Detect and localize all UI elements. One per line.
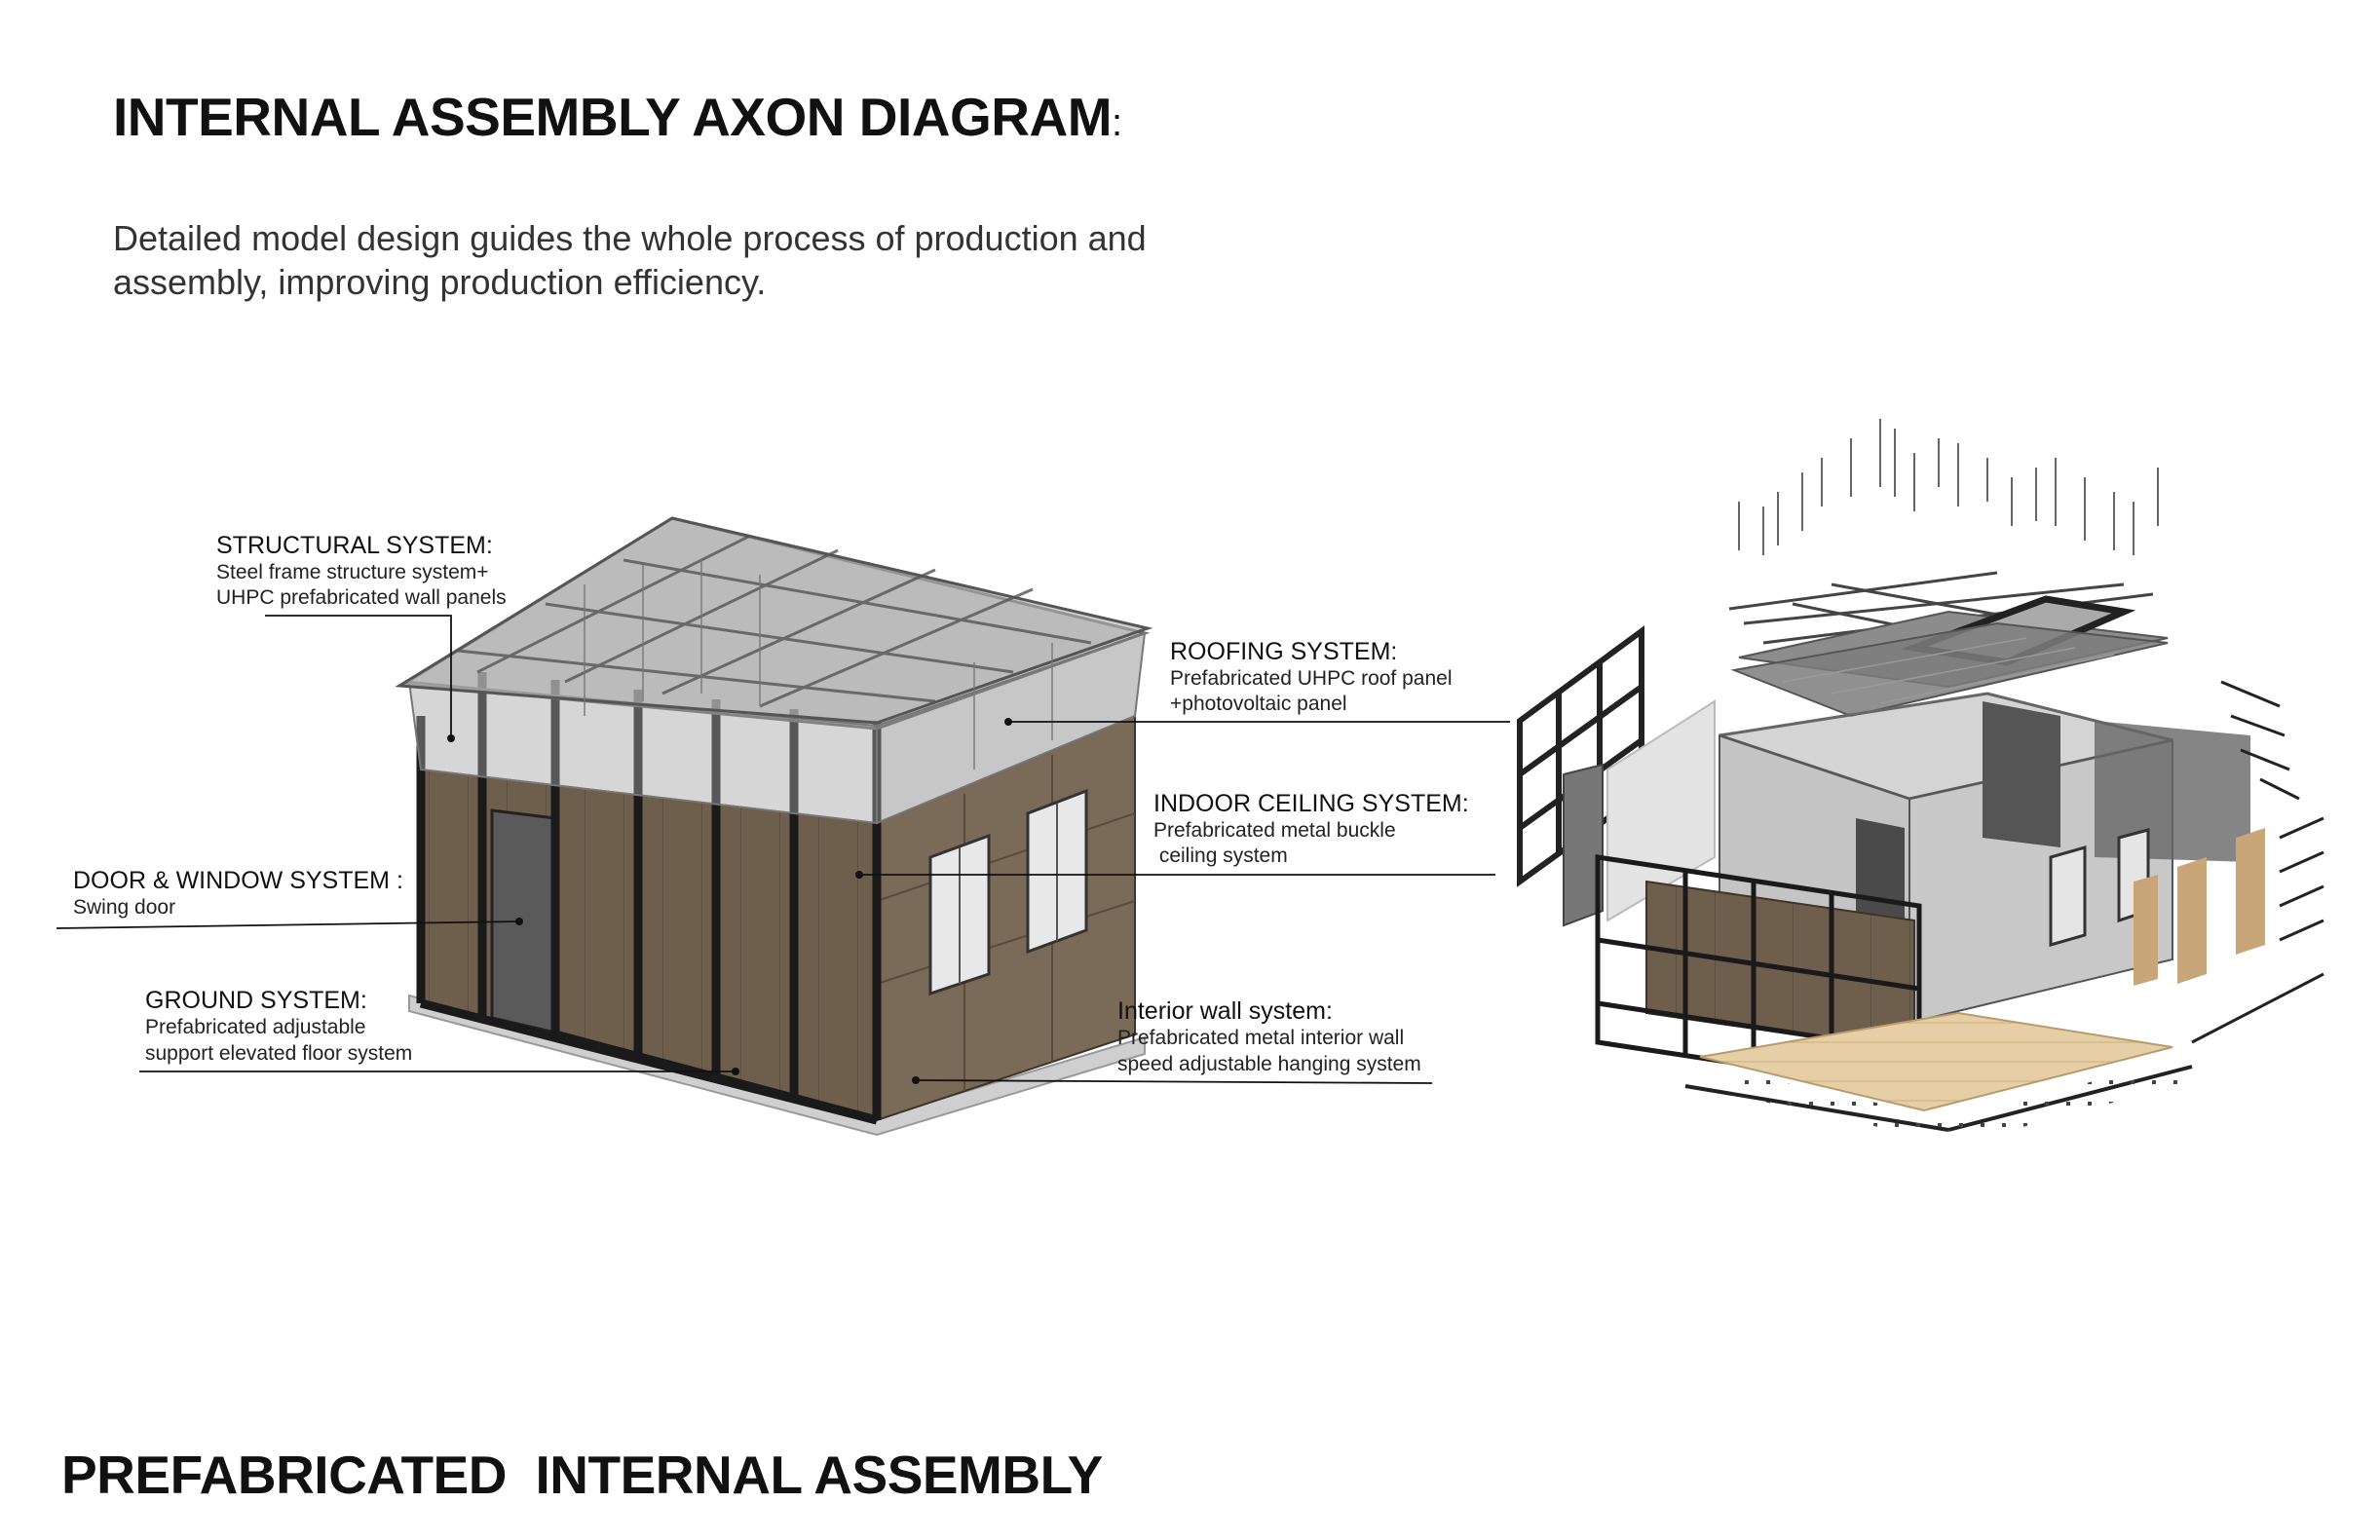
exploded-glass-pane (1606, 699, 1716, 922)
exploded-door-leaf (1563, 763, 1604, 927)
subtitle-line-2: assembly, improving production efficienc… (113, 262, 767, 302)
label-ground-line-1: Prefabricated adjustable (145, 1016, 365, 1038)
label-door-window-heading: DOOR & WINDOW SYSTEM : (73, 867, 403, 894)
label-roofing: ROOFING SYSTEM: Prefabricated UHPC roof … (1170, 638, 1452, 715)
label-roofing-line-1: Prefabricated UHPC roof panel (1170, 667, 1452, 690)
label-roofing-heading: ROOFING SYSTEM: (1170, 638, 1397, 665)
leader-lines (56, 615, 1510, 1084)
label-interior-wall-line-1: Prefabricated metal interior wall (1117, 1027, 1404, 1049)
label-ceiling-line-1: Prefabricated metal buckle (1153, 819, 1396, 842)
page-title: INTERNAL ASSEMBLY AXON DIAGRAM: (113, 87, 1122, 147)
label-interior-wall-line-2: speed adjustable hanging system (1117, 1053, 1421, 1075)
assembled-module (395, 516, 1153, 1137)
label-door-window: DOOR & WINDOW SYSTEM : Swing door (73, 867, 403, 919)
label-ceiling-heading: INDOOR CEILING SYSTEM: (1153, 790, 1469, 817)
label-interior-wall: Interior wall system: Prefabricated meta… (1117, 997, 1421, 1075)
exploded-floor-supports (1715, 1067, 2192, 1145)
exploded-floor (1699, 1011, 2173, 1112)
label-door-window-line-1: Swing door (73, 896, 175, 919)
steel-frame (416, 672, 882, 1125)
bottom-title: PREFABRICATED INTERNAL ASSEMBLY (61, 1445, 1103, 1505)
label-structural: STRUCTURAL SYSTEM: Steel frame structure… (216, 532, 507, 609)
exploded-ceiling-panel (1730, 621, 2169, 718)
label-ceiling-line-2: ceiling system (1153, 845, 1288, 867)
leader-interior-wall (915, 1079, 1433, 1084)
label-roofing-line-2: +photovoltaic panel (1170, 693, 1347, 715)
label-interior-wall-heading: Interior wall system: (1117, 997, 1333, 1025)
label-structural-line-2: UHPC prefabricated wall panels (216, 586, 507, 609)
module-base (408, 994, 1146, 1137)
roof-rods (1738, 419, 2159, 555)
leader-door-window (56, 920, 520, 929)
label-ground-heading: GROUND SYSTEM: (145, 987, 367, 1014)
label-ceiling: INDOOR CEILING SYSTEM: Prefabricated met… (1153, 790, 1469, 867)
subtitle: Detailed model design guides the whole p… (113, 216, 1147, 304)
glass-side-band (876, 631, 1147, 825)
exploded-interior-dark-wall (1983, 701, 2060, 847)
label-structural-heading: STRUCTURAL SYSTEM: (216, 532, 493, 559)
subtitle-line-1: Detailed model design guides the whole p… (113, 218, 1147, 258)
label-structural-line-1: Steel frame structure system+ (216, 561, 489, 583)
label-ground-line-2: support elevated floor system (145, 1042, 412, 1065)
exploded-assembly (1517, 419, 2324, 1145)
exploded-interior-back-wall (2095, 721, 2250, 862)
label-ground: GROUND SYSTEM: Prefabricated adjustable … (145, 987, 412, 1065)
leader-structural (265, 615, 452, 738)
